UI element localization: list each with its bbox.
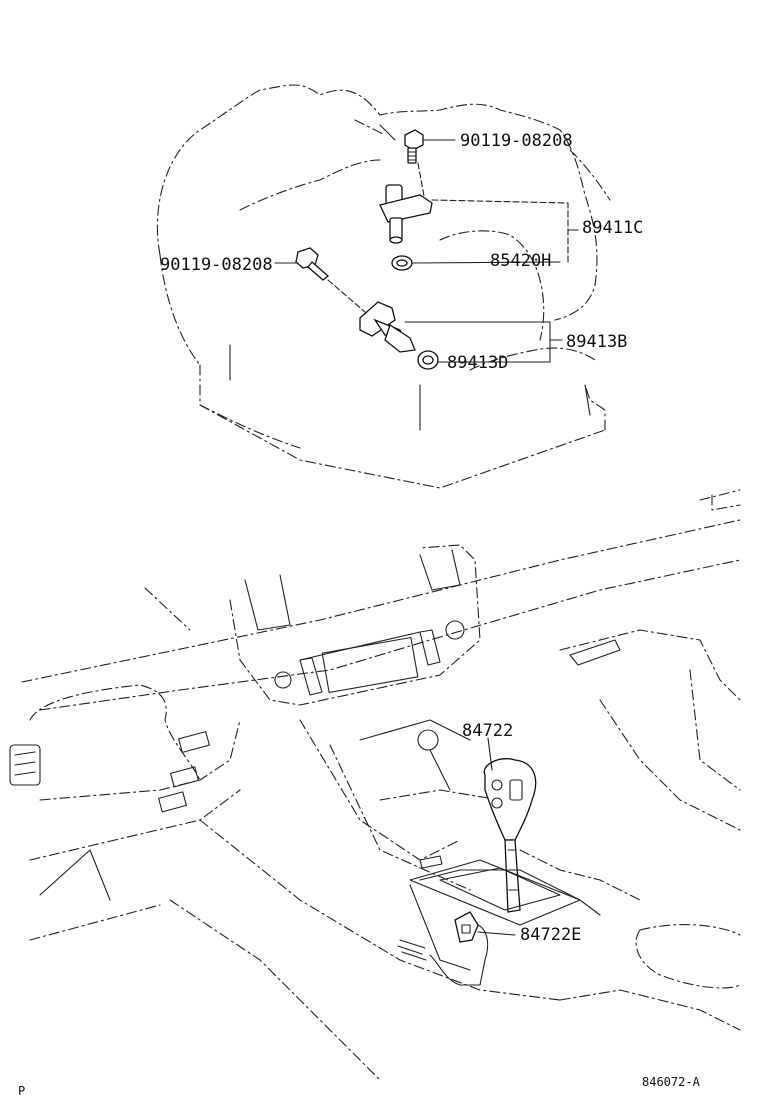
o-ring-lower[interactable] <box>417 350 439 370</box>
transmission-outline <box>156 84 606 489</box>
speed-sensor-lower[interactable] <box>359 301 416 353</box>
bolt-lower[interactable] <box>295 247 330 281</box>
label-bolt-lower: 90119-08208 <box>160 255 273 275</box>
dashboard-outline <box>9 489 741 1081</box>
leader-lines <box>274 139 611 363</box>
o-ring-upper[interactable] <box>391 255 413 271</box>
label-shift-switch: 84722 <box>462 721 513 741</box>
label-sensor-lower: 89413B <box>566 332 627 352</box>
leader-lines-lower <box>477 737 516 936</box>
corner-mark: P <box>18 1084 25 1098</box>
shift-connector[interactable] <box>397 911 489 986</box>
label-ring-upper: 85420H <box>490 251 551 271</box>
label-sensor-upper: 89411C <box>582 218 643 238</box>
shift-lever[interactable] <box>483 758 537 913</box>
shift-gate <box>409 855 581 926</box>
label-bolt-upper: 90119-08208 <box>460 131 573 151</box>
diagram-code: 846072-A <box>642 1075 701 1089</box>
bolt-upper[interactable] <box>404 129 424 164</box>
label-ring-lower: 89413D <box>447 353 508 373</box>
label-shift-connector: 84722E <box>520 925 581 945</box>
speed-sensor-upper[interactable] <box>379 184 433 244</box>
